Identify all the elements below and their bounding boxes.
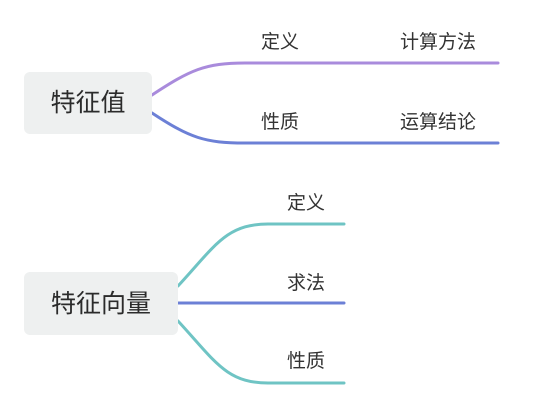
connector-eigenvalue-properties [150,111,322,145]
root-node-eigenvector: 特征向量 [24,272,178,335]
topic-eigenvalue-calculation-method: 计算方法 [400,31,477,53]
connector-eigenvector-definition [176,222,346,288]
root-node-label: 特征值 [50,88,126,117]
topic-eigenvalue-properties: 性质 [261,111,300,133]
connector-eigenvector-properties [176,319,346,385]
topic-eigenvalue-definition: 定义 [261,31,300,53]
root-node-label: 特征向量 [50,288,151,318]
connector-eigenvalue-definition [150,61,322,97]
topic-eigenvalue-operation-conclusion: 运算结论 [400,111,477,133]
root-node-eigenvalue: 特征值 [24,72,152,134]
topic-eigenvector-definition: 定义 [287,192,326,214]
topic-eigenvector-properties: 性质 [287,350,326,372]
topic-eigenvector-method: 求法 [287,272,326,294]
